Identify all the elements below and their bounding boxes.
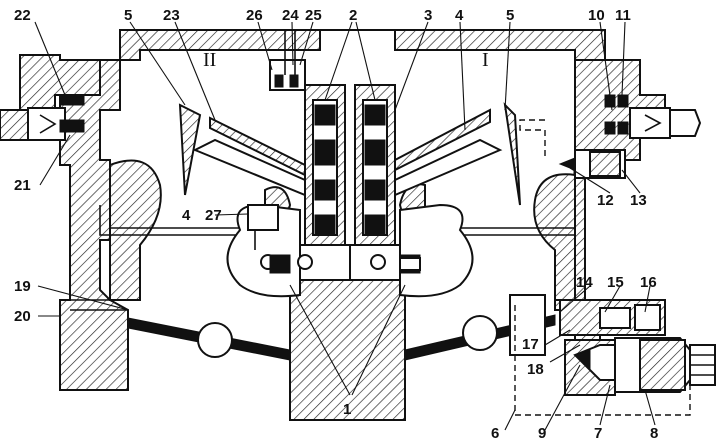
callout-23: 23 xyxy=(163,7,180,24)
callout-19: 19 xyxy=(14,278,31,295)
callout-17: 17 xyxy=(522,336,539,353)
callout-15: 15 xyxy=(607,274,624,291)
callout-9: 9 xyxy=(538,425,546,442)
callout-1: 1 xyxy=(343,401,351,418)
callout-3: 3 xyxy=(424,7,432,24)
emulsion-tubes xyxy=(299,84,401,281)
leader-lines xyxy=(34,21,656,431)
throttle-valves xyxy=(226,203,474,298)
callout-numbers: 22 5 23 26 24 25 2 3 4 5 10 11 21 4 27 1… xyxy=(14,7,658,442)
power-valve-assembly xyxy=(509,119,716,416)
callout-5-right: 5 xyxy=(506,7,514,24)
callout-7: 7 xyxy=(594,425,602,442)
chamber-label-i: I xyxy=(482,49,489,71)
callout-18: 18 xyxy=(527,361,544,378)
callout-13: 13 xyxy=(630,192,647,209)
callout-22: 22 xyxy=(14,7,31,24)
callout-8: 8 xyxy=(650,425,658,442)
callout-2: 2 xyxy=(349,7,357,24)
chamber-label-ii: II xyxy=(203,49,216,71)
callout-6: 6 xyxy=(491,425,499,442)
callout-11: 11 xyxy=(615,7,631,24)
callout-24: 24 xyxy=(282,7,299,24)
callout-12: 12 xyxy=(597,192,614,209)
callout-26: 26 xyxy=(246,7,263,24)
left-jet-assembly xyxy=(0,94,85,141)
callout-4-right: 4 xyxy=(455,7,464,24)
idle-valve xyxy=(247,204,279,250)
callout-21: 21 xyxy=(14,177,31,194)
callout-27: 27 xyxy=(205,207,222,224)
top-pump-assembly xyxy=(269,30,306,91)
callout-4-left: 4 xyxy=(182,207,191,224)
callout-25: 25 xyxy=(305,7,322,24)
diffuser-arms xyxy=(178,102,521,206)
callout-14: 14 xyxy=(576,274,593,291)
callout-5-left: 5 xyxy=(124,7,132,24)
callout-20: 20 xyxy=(14,308,31,325)
callout-10: 10 xyxy=(588,7,605,24)
callout-16: 16 xyxy=(640,274,657,291)
